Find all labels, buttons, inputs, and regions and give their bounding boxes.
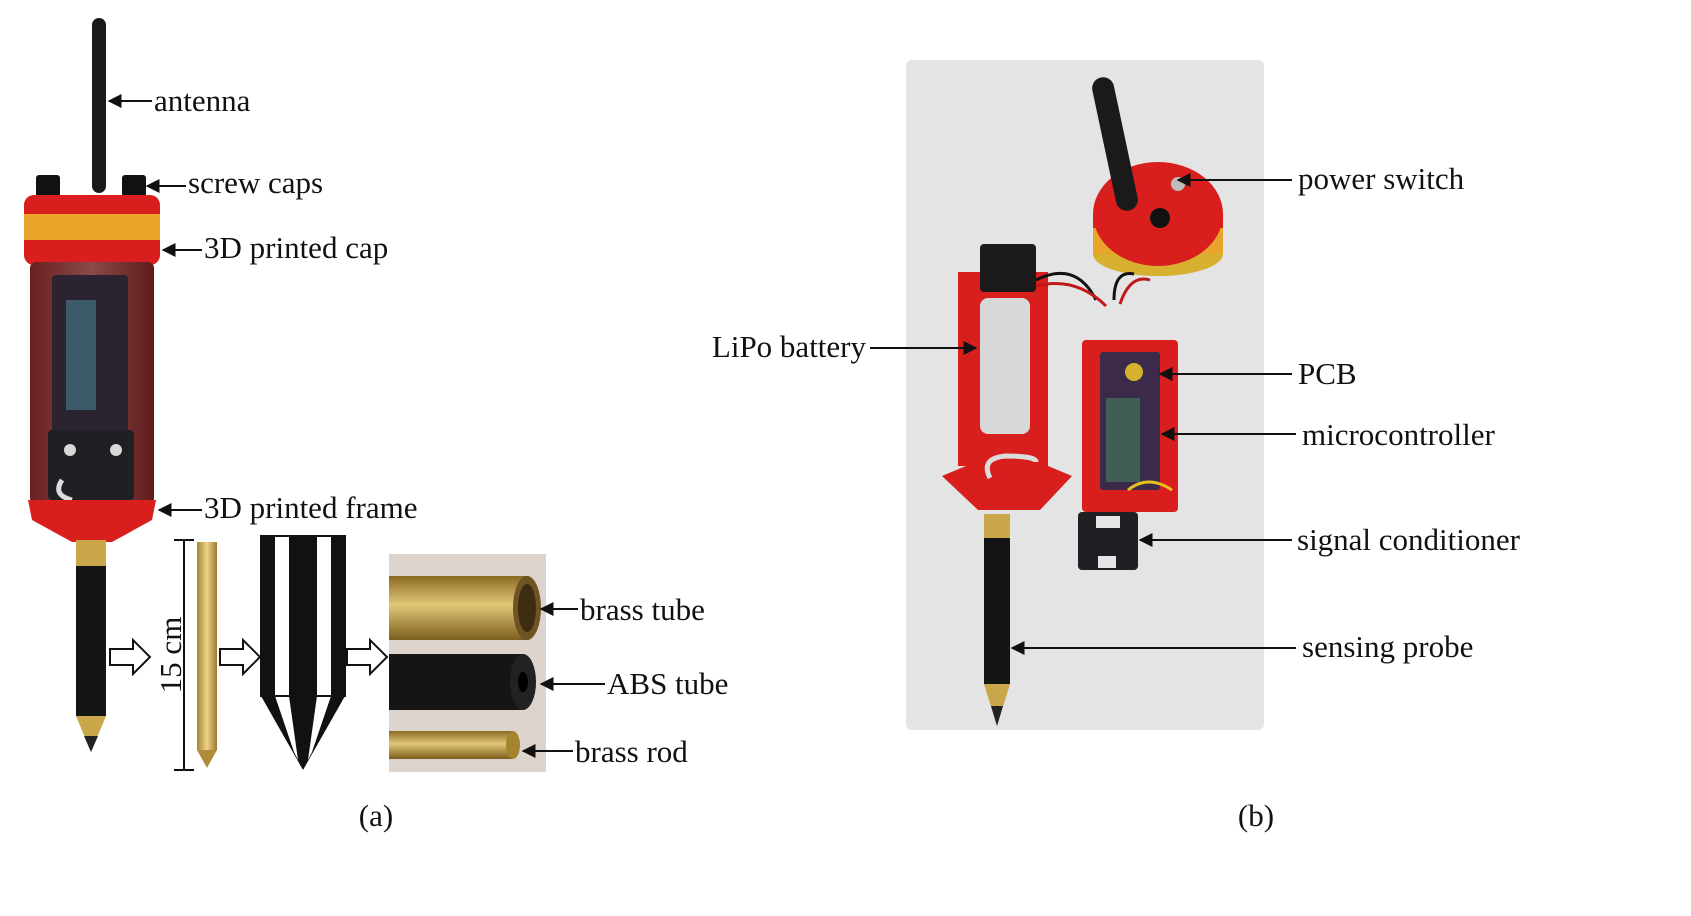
label-brass-tube: brass tube — [580, 592, 705, 627]
flow-arrow-1 — [109, 637, 152, 677]
label-3d-printed-frame: 3D printed frame — [204, 490, 417, 525]
label-3d-printed-cap: 3D printed cap — [204, 230, 388, 265]
flow-arrow-2 — [219, 637, 262, 677]
label-pcb: PCB — [1298, 356, 1357, 391]
sensor-assembly-photo — [24, 18, 160, 752]
brass-rod-vertical — [197, 542, 217, 768]
materials-photo — [389, 554, 546, 772]
label-antenna: antenna — [154, 83, 251, 118]
panel-b: power switch LiPo battery PCB microcontr… — [712, 60, 1521, 833]
label-power-switch: power switch — [1298, 161, 1465, 196]
label-screw-caps: screw caps — [188, 165, 323, 200]
label-lipo-battery: LiPo battery — [712, 329, 867, 364]
probe-schematic — [260, 535, 346, 770]
panel-a: 15 cm — [24, 18, 728, 833]
caption-b: (b) — [1238, 798, 1274, 833]
flow-arrow-3 — [346, 637, 389, 677]
label-signal-conditioner: signal conditioner — [1297, 522, 1521, 557]
dimension-bar — [174, 539, 194, 771]
dimension-label: 15 cm — [153, 617, 188, 694]
label-microcontroller: microcontroller — [1302, 417, 1495, 452]
disassembled-photo — [906, 60, 1264, 730]
label-brass-rod: brass rod — [575, 734, 688, 769]
caption-a: (a) — [359, 798, 393, 833]
label-abs-tube: ABS tube — [607, 666, 728, 701]
label-sensing-probe: sensing probe — [1302, 629, 1473, 664]
